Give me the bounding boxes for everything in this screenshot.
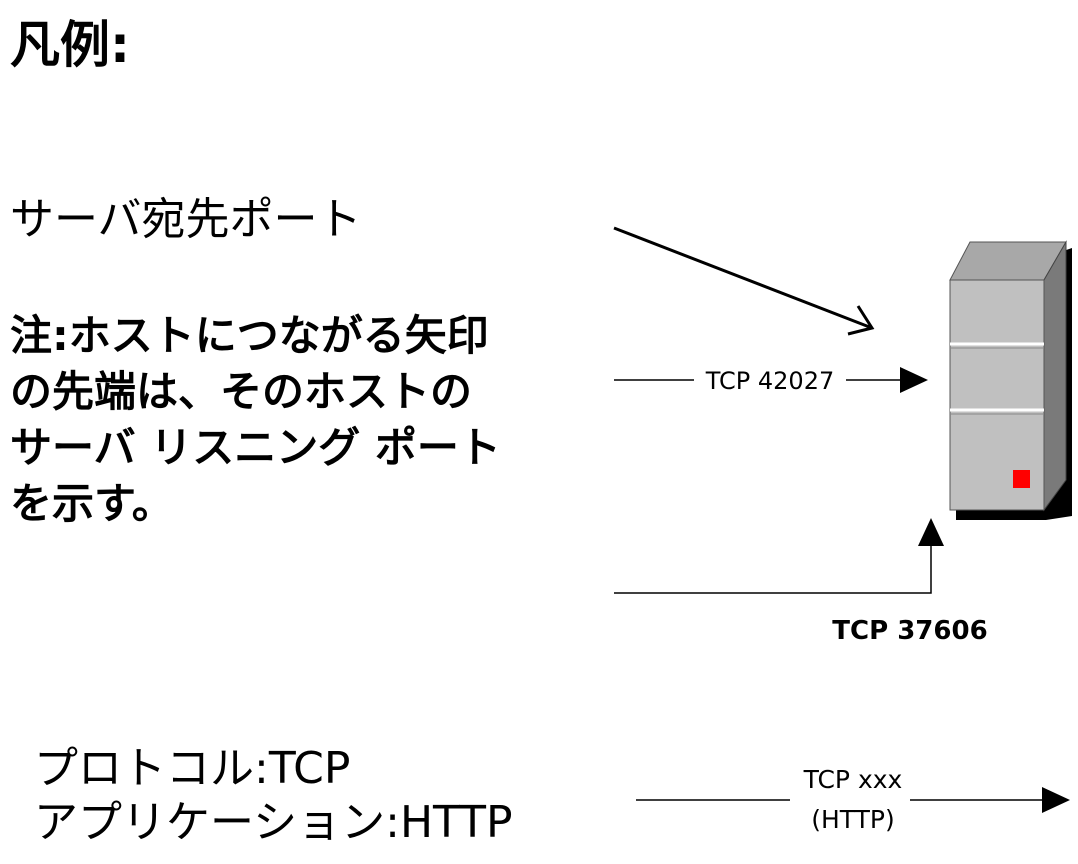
tcp-37606-arrow (614, 518, 944, 594)
tcp-42027-arrow (614, 367, 928, 393)
tcp-42027-label: TCP 42027 (705, 367, 834, 395)
tcp-xxx-label: TCP xxx (803, 765, 903, 794)
application-line: アプリケーション:HTTP (34, 797, 513, 848)
protocol-line: プロトコル:TCP (34, 743, 351, 794)
legend-title: 凡例: (10, 16, 130, 74)
note-text: 注:ホストにつながる矢印 の先端は、そのホストの サーバ リスニング ポート を… (10, 308, 600, 532)
note-line-1: 注:ホストにつながる矢印 (10, 311, 489, 360)
server-port-label: サーバ宛先ポート (10, 194, 362, 245)
tcp-xxx-arrow (636, 787, 1070, 813)
http-paren-label: (HTTP) (811, 805, 894, 834)
server-status-light (1013, 470, 1030, 488)
note-line-3: サーバ リスニング ポート (10, 423, 501, 472)
protocol-info: プロトコル:TCP アプリケーション:HTTP (34, 742, 513, 850)
note-line-2: の先端は、そのホストの (10, 367, 473, 416)
tcp-37606-label: TCP 37606 (832, 616, 987, 646)
diagonal-arrow (613, 226, 875, 336)
server-icon (949, 240, 1072, 520)
note-line-4: を示す。 (10, 479, 174, 528)
